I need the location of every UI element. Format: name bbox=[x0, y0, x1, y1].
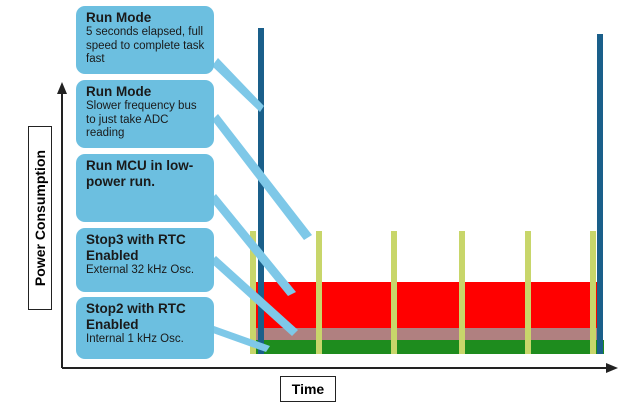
x-axis-arrowhead bbox=[606, 363, 618, 373]
y-axis-label: Power Consumption bbox=[28, 126, 52, 310]
stop3-band bbox=[253, 282, 600, 328]
stop2-band bbox=[250, 340, 604, 354]
lp-run-spike bbox=[590, 231, 596, 354]
transition-band bbox=[253, 328, 600, 340]
callout-title: Run Mode bbox=[86, 84, 152, 99]
lp-run-spike bbox=[525, 231, 531, 354]
run-spike bbox=[597, 34, 603, 354]
y-axis-arrowhead bbox=[57, 82, 67, 94]
callout-arrow bbox=[212, 58, 264, 112]
callout-arrow bbox=[210, 256, 298, 336]
callout-run-mode-slow: Run Mode Slower frequency bus to just ta… bbox=[76, 80, 214, 148]
callout-title: Stop3 with RTC Enabled bbox=[86, 232, 186, 263]
callout-description: Slower frequency bus to just take ADC re… bbox=[86, 100, 197, 139]
callout-run-mode-full: Run Mode 5 seconds elapsed, full speed t… bbox=[76, 6, 214, 74]
y-axis-label-text: Power Consumption bbox=[32, 149, 48, 287]
callout-title: Run Mode bbox=[86, 10, 152, 25]
run-spike bbox=[258, 28, 264, 354]
callout-stop2: Stop2 with RTC Enabled Internal 1 kHz Os… bbox=[76, 297, 214, 359]
callout-description: Internal 1 kHz Osc. bbox=[86, 333, 184, 345]
callout-title: Run MCU in low-power run. bbox=[86, 158, 194, 189]
callout-arrow bbox=[210, 194, 296, 296]
callout-run-mcu-lp: Run MCU in low-power run. bbox=[76, 154, 214, 222]
lp-run-spike bbox=[316, 231, 322, 354]
lp-run-spike bbox=[459, 231, 465, 354]
x-axis-label: Time bbox=[280, 376, 336, 402]
callout-arrow bbox=[212, 114, 312, 240]
callout-description: External 32 kHz Osc. bbox=[86, 264, 195, 276]
callout-stop3: Stop3 with RTC Enabled External 32 kHz O… bbox=[76, 228, 214, 292]
lp-run-spike bbox=[391, 231, 397, 354]
callout-arrow bbox=[210, 326, 270, 352]
callout-description: 5 seconds elapsed, full speed to complet… bbox=[86, 26, 205, 65]
callout-title: Stop2 with RTC Enabled bbox=[86, 301, 186, 332]
